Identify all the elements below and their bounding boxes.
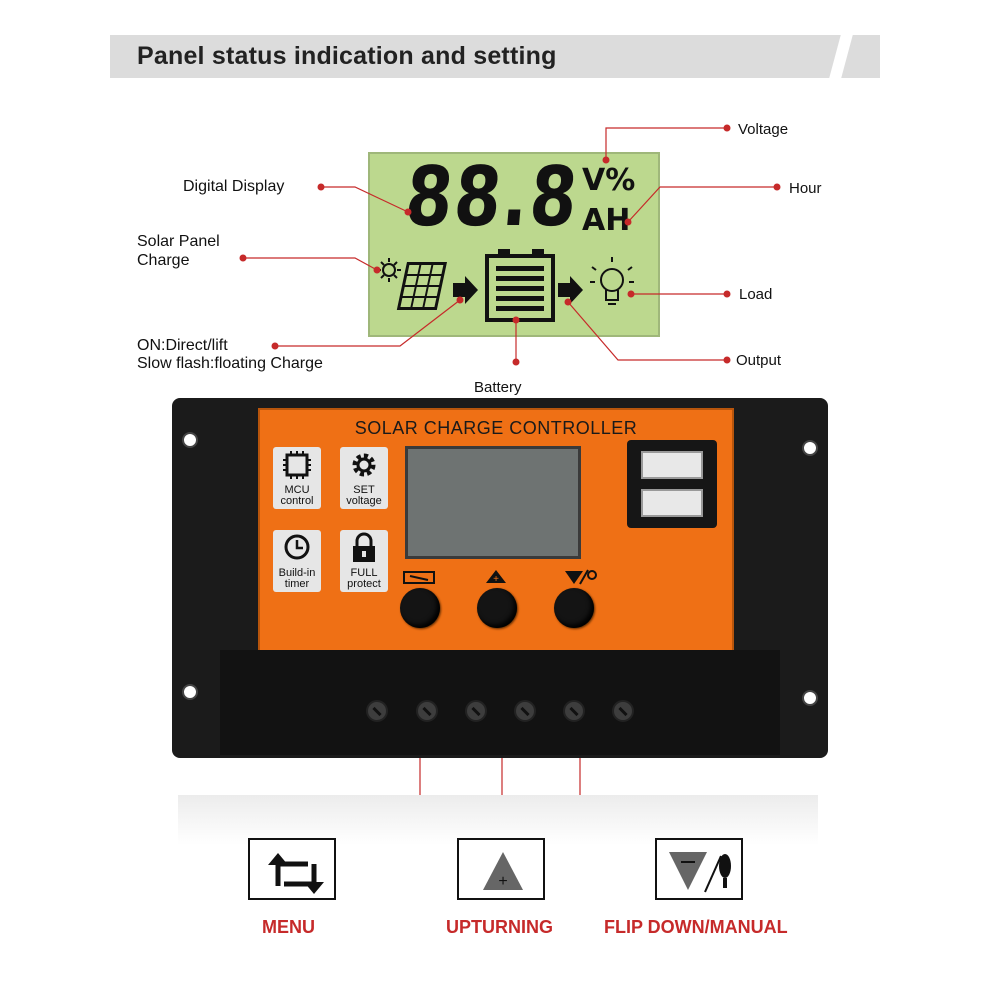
feature-build-in-timer: Build-in timer <box>273 530 321 592</box>
page-title: Panel status indication and setting <box>137 42 557 70</box>
feature-set-voltage: SET voltage <box>340 447 388 509</box>
upturning-label: UPTURNING <box>446 917 553 937</box>
feature-mcu-control: MCU control <box>273 447 321 509</box>
usb-port[interactable] <box>641 451 703 479</box>
terminal-screw[interactable] <box>416 700 438 722</box>
menu-arrows-icon <box>268 853 324 894</box>
svg-text:+: + <box>498 873 507 890</box>
lcd-digits: 88.8 <box>401 150 583 245</box>
header-band <box>110 35 880 78</box>
callout-slow-flash: Slow flash:floating Charge <box>137 355 323 372</box>
up-knob[interactable] <box>477 588 517 628</box>
down-triangle-minus-bulb-icon <box>669 852 731 893</box>
feature-label: FULL protect <box>347 567 381 590</box>
mount-hole <box>182 684 198 700</box>
terminal-screw[interactable] <box>514 700 536 722</box>
controller-screen <box>405 446 581 559</box>
callout-load: Load <box>739 286 773 303</box>
menu-knob[interactable] <box>400 588 440 628</box>
callout-on-direct: ON:Direct/lift <box>137 337 228 354</box>
upturning-button-key[interactable]: + <box>457 838 545 900</box>
callout-voltage: Voltage <box>738 121 789 138</box>
chip-icon <box>283 451 311 479</box>
mount-hole <box>802 440 818 456</box>
callout-hour: Hour <box>789 180 822 197</box>
controller-title: SOLAR CHARGE CONTROLLER <box>354 418 638 438</box>
terminal-bar <box>220 650 780 755</box>
down-knob[interactable] <box>554 588 594 628</box>
terminal-screw[interactable] <box>612 700 634 722</box>
callout-digital-display: Digital Display <box>183 178 285 195</box>
feature-label: SET voltage <box>346 484 382 507</box>
feature-full-protect: FULL protect <box>340 530 388 592</box>
menu-button-key[interactable] <box>248 838 336 900</box>
mount-hole <box>802 690 818 706</box>
gear-icon <box>352 453 376 477</box>
lcd-unit-top: V% <box>582 163 636 198</box>
up-triangle-plus-icon: + <box>483 852 523 890</box>
usb-port[interactable] <box>641 489 703 517</box>
callout-battery: Battery <box>474 379 522 396</box>
callout-solar-panel: Solar Panel <box>137 233 220 250</box>
feature-label: MCU control <box>280 484 314 507</box>
terminal-screw[interactable] <box>366 700 388 722</box>
lcd-unit-bottom: AH <box>582 203 631 238</box>
feature-label: Build-in timer <box>278 567 316 590</box>
terminal-screw[interactable] <box>563 700 585 722</box>
mount-hole <box>182 432 198 448</box>
callout-charge: Charge <box>137 252 190 269</box>
callout-output: Output <box>736 352 782 369</box>
reflection <box>178 795 818 845</box>
lock-icon <box>353 532 375 562</box>
flip-down-manual-label: FLIP DOWN/MANUAL <box>604 917 788 937</box>
menu-label: MENU <box>262 917 315 937</box>
terminal-screw[interactable] <box>465 700 487 722</box>
flip-down-manual-button-key[interactable] <box>655 838 743 900</box>
clock-icon <box>284 534 310 560</box>
